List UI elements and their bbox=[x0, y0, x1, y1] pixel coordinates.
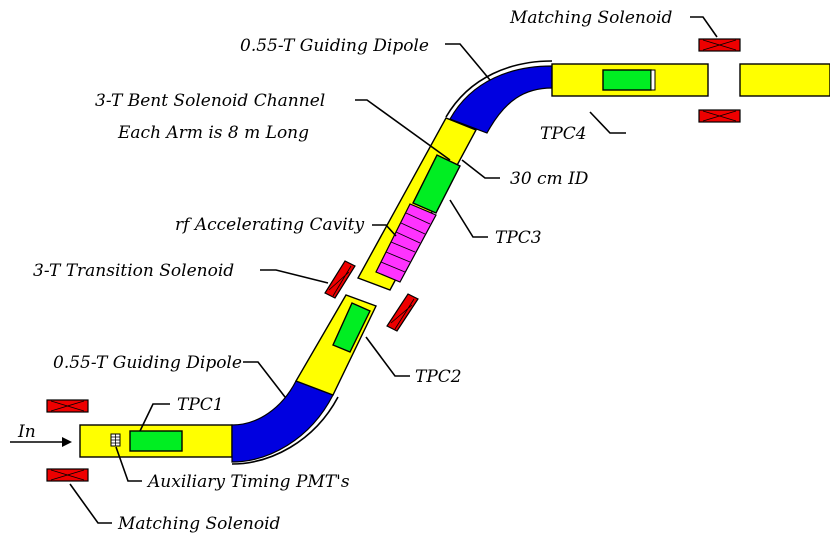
leader-tpc2 bbox=[365, 336, 410, 377]
leader-matching-solenoid-top bbox=[690, 16, 718, 38]
label-tpc1: TPC1 bbox=[177, 395, 224, 415]
label-rf-cavity: rf Accelerating Cavity bbox=[175, 215, 364, 235]
top-dipole-outer-line bbox=[445, 60, 553, 118]
leader-inner-diameter bbox=[461, 159, 500, 179]
leader-transition-solenoid bbox=[260, 269, 329, 284]
tpc2-box bbox=[332, 302, 371, 353]
transition-solenoid-coil-right bbox=[386, 293, 419, 332]
leader-bent-solenoid bbox=[355, 99, 451, 161]
beam-in-arrow bbox=[10, 437, 72, 447]
matching-solenoid-top-coil-lower bbox=[698, 109, 741, 123]
leader-matching-solenoid-bottom bbox=[69, 483, 112, 524]
exit-straight-channel bbox=[739, 63, 830, 97]
label-aux-timing-pmts: Auxiliary Timing PMT's bbox=[146, 472, 350, 492]
tpc4-box bbox=[602, 69, 652, 91]
tpc4-end-cap bbox=[650, 69, 656, 91]
bottom-dipole-outer-line bbox=[231, 396, 339, 465]
leader-aux-timing-pmts bbox=[115, 446, 142, 482]
leader-tpc1 bbox=[139, 403, 170, 432]
rf-cavity-stack bbox=[375, 203, 437, 283]
label-guiding-dipole-bottom: 0.55-T Guiding Dipole bbox=[53, 353, 242, 373]
leader-rf-cavity bbox=[372, 224, 397, 237]
tpc3-box bbox=[412, 154, 461, 214]
matching-solenoid-bottom-coil-lower bbox=[46, 468, 89, 482]
label-tpc3: TPC3 bbox=[495, 228, 542, 248]
aux-timing-pmt-block bbox=[110, 433, 121, 447]
label-beam-in: In bbox=[17, 422, 36, 442]
label-bent-solenoid-line2: Each Arm is 8 m Long bbox=[117, 123, 309, 143]
label-inner-diameter: 30 cm ID bbox=[510, 169, 589, 189]
label-tpc2: TPC2 bbox=[415, 367, 462, 387]
leader-tpc3 bbox=[449, 199, 488, 238]
transition-solenoid-coil-left bbox=[324, 260, 356, 299]
matching-solenoid-top-coil-upper bbox=[698, 38, 741, 52]
label-bent-solenoid-line1: 3-T Bent Solenoid Channel bbox=[95, 91, 325, 111]
leader-guiding-dipole-top bbox=[445, 43, 491, 81]
top-guiding-dipole bbox=[449, 65, 553, 134]
label-tpc4: TPC4 bbox=[540, 124, 587, 144]
tpc1-box bbox=[129, 430, 183, 452]
label-transition-solenoid: 3-T Transition Solenoid bbox=[33, 261, 234, 281]
label-matching-solenoid-bottom: Matching Solenoid bbox=[117, 514, 281, 534]
matching-solenoid-bottom-coil-upper bbox=[46, 399, 89, 413]
leader-tpc4 bbox=[589, 111, 626, 134]
label-guiding-dipole-top: 0.55-T Guiding Dipole bbox=[240, 36, 429, 56]
label-matching-solenoid-top: Matching Solenoid bbox=[509, 8, 673, 28]
leader-guiding-dipole-bottom bbox=[243, 361, 286, 398]
